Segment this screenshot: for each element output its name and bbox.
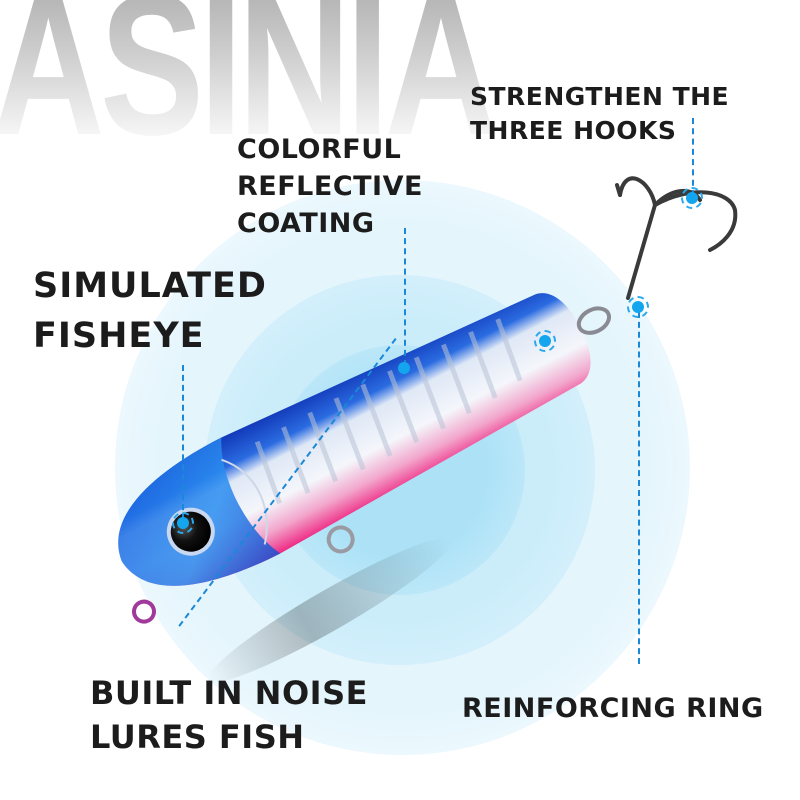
feature-label-ring: REINFORCING RING: [462, 693, 764, 725]
feature-label-line: REFLECTIVE: [237, 171, 423, 202]
brand-watermark: ASINIA: [0, 0, 497, 166]
marker-halo-ring: [627, 296, 649, 318]
marker-halo-hooks: [681, 187, 703, 209]
feature-label-line: SIMULATED: [33, 266, 267, 306]
feature-label-line: REINFORCING RING: [462, 693, 764, 724]
gill-line: [221, 458, 268, 545]
feature-label-line: BUILT IN NOISE: [90, 674, 368, 712]
leader-line-coating: [404, 228, 406, 366]
leader-line-eye: [182, 365, 184, 520]
marker-dot-coating: [398, 362, 410, 374]
reflective-stripes: [254, 318, 523, 505]
marker-dot-hooks: [686, 192, 698, 204]
marker-dot-ring: [632, 301, 644, 313]
feature-label-noise: BUILT IN NOISE LURES FISH: [90, 671, 368, 759]
feature-label-line: COATING: [237, 208, 375, 239]
marker-halo-eye: [172, 512, 194, 534]
feature-label-fisheye: SIMULATED FISHEYE: [33, 261, 267, 361]
marker-halo-noise: [534, 330, 556, 352]
lure-body-group: [118, 293, 612, 624]
feature-label-hooks: STRENGTHEN THE THREE HOOKS: [470, 80, 729, 148]
feature-label-line: COLORFUL: [237, 134, 402, 165]
leader-line-ring: [638, 312, 640, 664]
nose-eyelet: [131, 599, 156, 624]
marker-dot-eye: [177, 517, 189, 529]
feature-label-line: LURES FISH: [90, 718, 305, 756]
treble-hook: [615, 176, 738, 300]
leader-line-hooks: [692, 118, 694, 196]
feature-label-line: FISHEYE: [33, 316, 205, 356]
tail-split-ring: [576, 306, 612, 335]
feature-label-line: THREE HOOKS: [470, 116, 677, 145]
marker-dot-noise: [539, 335, 551, 347]
belly-split-ring: [326, 525, 355, 554]
feature-label-coating: COLORFUL REFLECTIVE COATING: [237, 131, 423, 242]
feature-label-line: STRENGTHEN THE: [470, 82, 730, 111]
lure-shadow: [208, 537, 452, 683]
